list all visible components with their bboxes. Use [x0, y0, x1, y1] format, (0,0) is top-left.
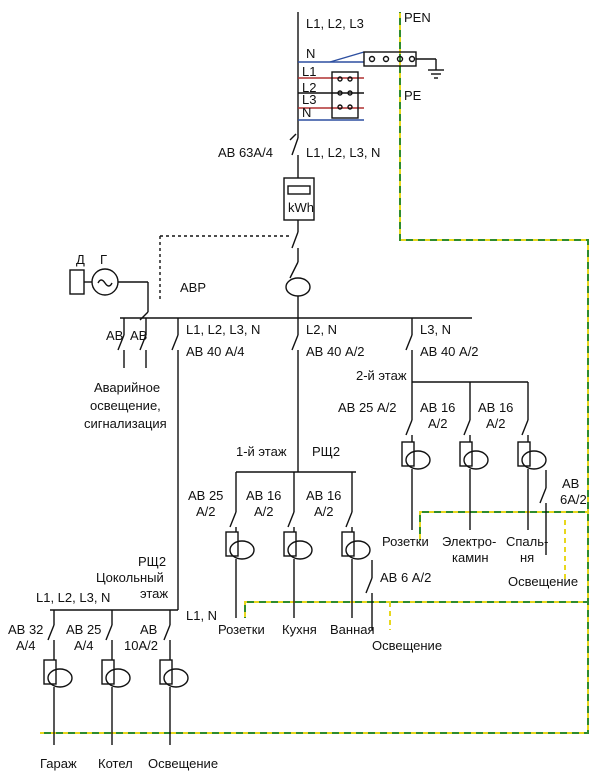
- pe-line-floor1: [244, 601, 588, 618]
- label-f1out1: Розетки: [218, 622, 265, 637]
- label-f2out4: Освещение: [508, 574, 578, 589]
- label-l3: L3: [302, 92, 316, 107]
- label-l1: L1: [302, 64, 316, 79]
- label-bsmt-panel: РЩ2: [138, 554, 166, 569]
- rcd-main: [285, 277, 311, 297]
- label-f2b3a: АВ 16: [478, 400, 513, 415]
- label-f2-phases: L2, N: [306, 322, 337, 337]
- label-pen: PEN: [404, 10, 431, 25]
- basement-branch: [43, 609, 189, 745]
- label-f2out2b: камин: [452, 550, 489, 565]
- label-bsmt-b1b: А/4: [16, 638, 36, 653]
- label-f2b2a: АВ 16: [420, 400, 455, 415]
- label-bsmt-b2a: АВ 25: [66, 622, 101, 637]
- label-n: N: [306, 46, 315, 61]
- label-emerg-1: Аварийное: [94, 380, 160, 395]
- label-f2out3a: Спаль-: [506, 534, 548, 549]
- label-f1out3: Ванная: [330, 622, 375, 637]
- label-f2-breaker: АВ 40 А/2: [306, 344, 365, 359]
- label-f1out2: Кухня: [282, 622, 317, 637]
- label-meter: kWh: [288, 200, 314, 215]
- label-floor1-panel: РЩ2: [312, 444, 340, 459]
- label-f1-breaker: АВ 40 А/4: [186, 344, 245, 359]
- label-f1b2a: АВ 16: [246, 488, 281, 503]
- input-section: [159, 12, 444, 318]
- label-f1b1b: А/2: [196, 504, 216, 519]
- pe-line-floor2: [419, 511, 588, 540]
- label-f2b4a: АВ: [562, 476, 579, 491]
- label-f3-breaker: АВ 40 А/2: [420, 344, 479, 359]
- label-f1b2b: А/2: [254, 504, 274, 519]
- label-main-breaker: АВ 63А/4: [218, 145, 273, 160]
- energy-meter: [283, 177, 315, 221]
- label-f2b4b: 6А/2: [560, 492, 587, 507]
- label-d: Д: [76, 252, 85, 267]
- label-emerg-3: сигнализация: [84, 416, 167, 431]
- label-g: Г: [100, 252, 107, 267]
- label-f1b4: АВ 6 А/2: [380, 570, 431, 585]
- label-bsmt-out2: Котел: [98, 756, 133, 771]
- label-main-phases: L1, L2, L3, N: [306, 145, 380, 160]
- label-bsmt-b3a: АВ: [140, 622, 157, 637]
- label-emerg-ab1: АВ: [106, 328, 123, 343]
- label-f2out1: Розетки: [382, 534, 429, 549]
- label-pe: PE: [404, 88, 422, 103]
- generator: [69, 268, 149, 321]
- label-avr: АВР: [180, 280, 206, 295]
- floor2-branch: [401, 381, 547, 555]
- labels: L1, L2, L3 PEN N L1 L2 L3 N PE АВ 63А/4 …: [8, 10, 587, 771]
- label-f1b1a: АВ 25: [188, 488, 223, 503]
- label-f1-phases: L1, L2, L3, N: [186, 322, 260, 337]
- label-f3-phases: L3, N: [420, 322, 451, 337]
- distribution-block: [331, 71, 359, 119]
- pe-line-main-green: [40, 12, 589, 734]
- label-bsmt-out3: Освещение: [148, 756, 218, 771]
- label-f2out2a: Электро-: [442, 534, 496, 549]
- main-busbar: [117, 317, 472, 610]
- label-n2: N: [302, 105, 311, 120]
- label-emerg-2: освещение,: [90, 398, 161, 413]
- label-bsmt-l1n: L1, N: [186, 608, 217, 623]
- label-floor1: 1-й этаж: [236, 444, 287, 459]
- label-floor2: 2-й этаж: [356, 368, 407, 383]
- label-bsmt-out1: Гараж: [40, 756, 77, 771]
- label-bsmt-b1a: АВ 32: [8, 622, 43, 637]
- label-f2b2b: А/2: [428, 416, 448, 431]
- floor1-branch: [225, 471, 373, 630]
- label-f1out4: Освещение: [372, 638, 442, 653]
- pe-line-floor2-green: [419, 511, 588, 540]
- label-f2out3b: ня: [520, 550, 534, 565]
- label-f2b1: АВ 25 А/2: [338, 400, 397, 415]
- label-f2b3b: А/2: [486, 416, 506, 431]
- pen-terminal: [363, 51, 417, 67]
- label-l2: L2: [302, 80, 316, 95]
- label-emerg-ab2: АВ: [130, 328, 147, 343]
- label-bsmt-b3b: 10А/2: [124, 638, 158, 653]
- label-bsmt-b2b: А/4: [74, 638, 94, 653]
- label-f1b3a: АВ 16: [306, 488, 341, 503]
- pe-conductor: [40, 12, 589, 734]
- label-phases: L1, L2, L3: [306, 16, 364, 31]
- label-f1b3b: А/2: [314, 504, 334, 519]
- pe-line-floor1-green: [244, 601, 588, 618]
- label-bsmt-title1: Цокольный: [96, 570, 164, 585]
- label-bsmt-phases: L1, L2, L3, N: [36, 590, 110, 605]
- label-bsmt-title2: этаж: [140, 586, 168, 601]
